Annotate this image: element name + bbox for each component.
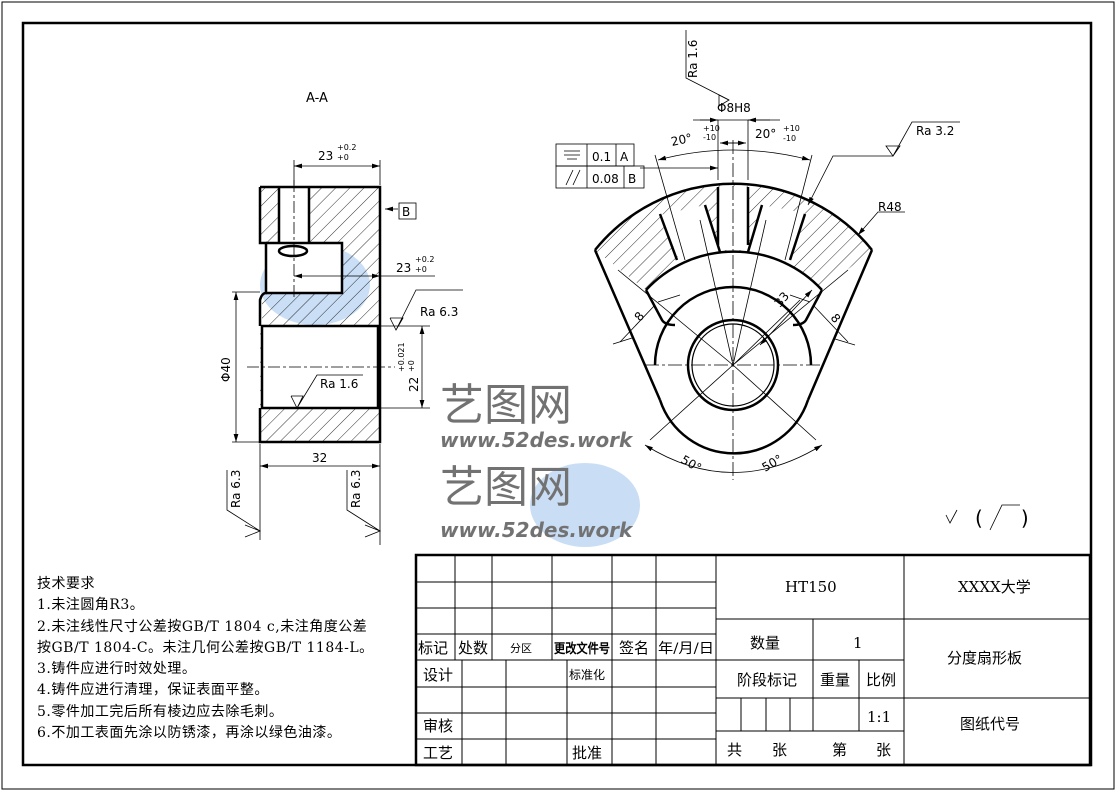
ra-6-3: Ra 6.3 bbox=[420, 305, 458, 319]
angle-right: 20° bbox=[755, 127, 776, 141]
tb-scale: 1:1 bbox=[867, 708, 891, 726]
ra-1-6: Ra 1.6 bbox=[320, 377, 358, 391]
tb-part-name: 分度扇形板 bbox=[947, 649, 1022, 667]
notes-title: 技术要求 bbox=[37, 576, 95, 592]
section-view-a-a: A-A B 23 +0.2 +0 23 +0.2 +0 Φ40 22 +0.02… bbox=[219, 91, 463, 545]
tb-stage-mark: 阶段标记 bbox=[737, 671, 797, 689]
tol-value-1: 0.1 bbox=[592, 150, 611, 164]
tb-count: 处数 bbox=[458, 639, 488, 657]
tb-zone: 分区 bbox=[510, 642, 532, 655]
tb-process: 工艺 bbox=[423, 744, 453, 762]
radius-r48: R48 bbox=[878, 200, 902, 214]
title-block-text: 标记 处数 分区 更改文件号 签名 年/月/日 设计 标准化 审核 工艺 批准 … bbox=[418, 578, 1031, 762]
tb-quantity-label: 数量 bbox=[750, 634, 780, 652]
angle-50-left: 50° bbox=[679, 452, 704, 475]
watermark-logo-1: 艺图网 bbox=[440, 380, 572, 431]
note-item: 5.零件加工完后所有棱边应去除毛刺。 bbox=[37, 703, 284, 720]
tb-sheets2: 张 bbox=[876, 741, 891, 759]
dim-23-top: 23 bbox=[318, 149, 333, 163]
tol-up: +10 bbox=[783, 124, 800, 133]
tol-low: +0 bbox=[337, 153, 349, 162]
tb-material: HT150 bbox=[785, 578, 837, 596]
tol-low: +0 bbox=[407, 360, 416, 372]
tol-datum-1: A bbox=[620, 150, 629, 164]
hole-dim: Φ8H8 bbox=[717, 101, 751, 115]
dim-33: 33 bbox=[772, 289, 793, 310]
note-item: 6.不加工表面先涂以防锈漆，再涂以绿色油漆。 bbox=[37, 725, 342, 742]
tol-low: +0 bbox=[415, 265, 427, 274]
note-item: 3.铸件应进行时效处理。 bbox=[37, 661, 197, 678]
tb-scale-label: 比例 bbox=[866, 671, 896, 689]
technical-requirements: 技术要求 1.未注圆角R3。 2.未注线性尺寸公差按GB/T 1804 c,未注… bbox=[37, 574, 374, 744]
tb-total: 共 bbox=[727, 741, 742, 759]
tb-design: 设计 bbox=[423, 666, 453, 684]
tol-up: +0.2 bbox=[415, 255, 434, 264]
tb-sheet-no: 第 bbox=[832, 741, 847, 759]
dim-23-mid: 23 bbox=[396, 261, 411, 275]
tol-datum-2: B bbox=[628, 172, 636, 186]
watermark: 艺图网 www.52des.work 艺图网 www.52des.work bbox=[260, 245, 640, 547]
tb-quantity: 1 bbox=[853, 634, 863, 652]
tol-up: +0.021 bbox=[397, 342, 406, 372]
tol-value-2: 0.08 bbox=[592, 172, 619, 186]
note-item: 2.未注线性尺寸公差按GB/T 1804 c,未注角度公差 bbox=[37, 618, 368, 635]
ra-6-3-right: Ra 6.3 bbox=[349, 470, 363, 508]
ra-3-2: Ra 3.2 bbox=[916, 124, 954, 138]
general-roughness: () bbox=[975, 506, 1029, 530]
watermark-logo-2: 艺图网 bbox=[440, 462, 572, 513]
dim-32: 32 bbox=[312, 451, 327, 465]
tol-up: +0.2 bbox=[337, 143, 356, 152]
title-block bbox=[414, 553, 1092, 767]
tol-low: -10 bbox=[703, 133, 716, 142]
front-view-fan: Ra 1.6 Φ8H8 20° +10 -10 20° +10 -10 Ra 3… bbox=[555, 30, 1029, 531]
tb-date: 年/月/日 bbox=[658, 641, 714, 657]
note-item: 按GB/T 1804-C。未注几何公差按GB/T 1184-L。 bbox=[37, 639, 374, 656]
tb-approve: 批准 bbox=[572, 744, 602, 762]
tb-review: 审核 bbox=[423, 717, 453, 735]
tb-signature: 签名 bbox=[619, 639, 649, 657]
datum-b: B bbox=[402, 205, 410, 219]
tb-change-doc: 更改文件号 bbox=[554, 641, 610, 657]
dim-8-left: 8 bbox=[632, 309, 648, 324]
note-item: 1.未注圆角R3。 bbox=[37, 597, 145, 614]
watermark-url-2: www.52des.work bbox=[440, 518, 634, 542]
dim-22: 22 bbox=[407, 377, 421, 392]
tb-drawing-no: 图纸代号 bbox=[960, 715, 1020, 733]
tb-mark: 标记 bbox=[418, 639, 448, 657]
dim-dia-40: Φ40 bbox=[219, 357, 233, 382]
note-item: 4.铸件应进行清理，保证表面平整。 bbox=[37, 682, 269, 699]
tb-weight: 重量 bbox=[820, 671, 850, 689]
angle-50-right: 50° bbox=[760, 452, 785, 475]
watermark-url-1: www.52des.work bbox=[440, 428, 634, 452]
tb-sheets: 张 bbox=[772, 741, 787, 759]
angle-left: 20° bbox=[670, 131, 694, 149]
ra-1-6-top: Ra 1.6 bbox=[686, 40, 700, 78]
view-label: A-A bbox=[306, 91, 328, 106]
tb-standardize: 标准化 bbox=[569, 668, 605, 682]
tol-low: -10 bbox=[783, 134, 796, 143]
ra-6-3-left: Ra 6.3 bbox=[229, 470, 243, 508]
tol-up: +10 bbox=[703, 124, 720, 133]
tb-school: XXXX大学 bbox=[958, 578, 1031, 596]
